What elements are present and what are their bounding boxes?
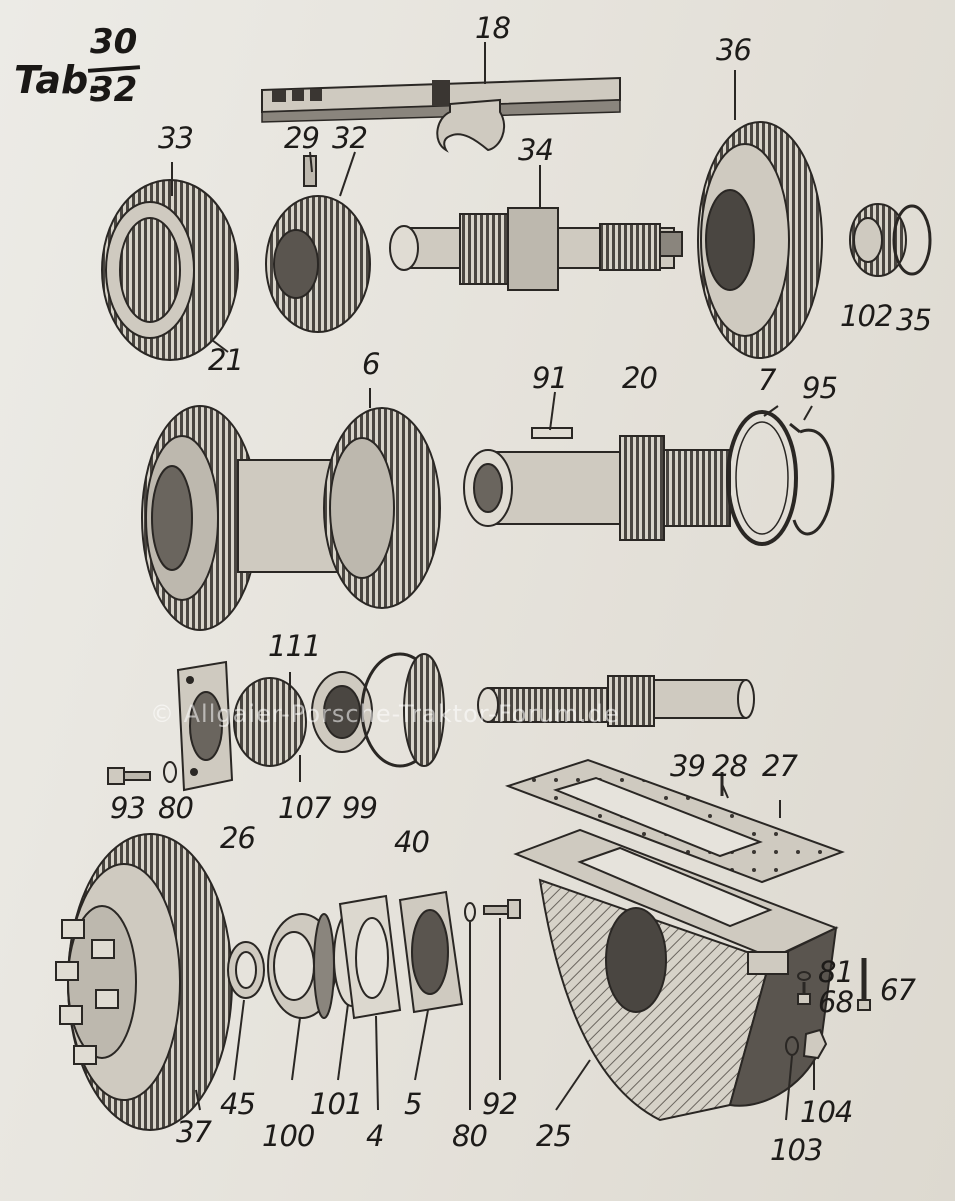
gear-40 [360, 652, 445, 768]
callout-7: 7 [758, 363, 776, 397]
callout-91: 91 [532, 361, 568, 395]
coupling-107 [233, 672, 307, 782]
shift-rail-18 [261, 42, 621, 153]
callout-81: 81 [818, 955, 854, 989]
table-label: Tab. [14, 58, 103, 102]
gear-36 [697, 70, 823, 359]
callout-37: 37 [176, 1115, 212, 1149]
callout-95: 95 [802, 371, 838, 405]
gear-cluster-6 [141, 388, 441, 631]
callout-111: 111 [268, 629, 321, 663]
watermark: © Allgaier-Porsche-Traktor-Forum.de [150, 700, 620, 728]
callout-107: 107 [278, 791, 331, 825]
table-number-bottom: 32 [90, 70, 138, 110]
leader-lines [195, 151, 815, 1121]
bolt-92 [483, 899, 521, 919]
callout-104: 104 [800, 1095, 853, 1129]
cover-5 [398, 890, 464, 1014]
washer-80-upper [163, 761, 177, 783]
callout-39: 39 [670, 749, 706, 783]
gear-32 [265, 155, 371, 333]
callout-102: 102 [840, 299, 893, 333]
gear-33 [101, 162, 239, 361]
callout-20: 20 [622, 361, 658, 395]
callout-80-upper: 80 [158, 791, 194, 825]
callout-33: 33 [158, 121, 194, 155]
callout-99: 99 [342, 791, 378, 825]
washer-103 [785, 1036, 799, 1056]
spline-shaft [477, 675, 755, 727]
spacer-45 [227, 941, 265, 999]
callout-26: 26 [220, 821, 256, 855]
bearing-100 [267, 913, 337, 1019]
callout-21: 21 [208, 343, 244, 377]
callout-36: 36 [716, 33, 752, 67]
callout-45: 45 [220, 1087, 256, 1121]
callout-93: 93 [110, 791, 146, 825]
crown-gear-37 [55, 833, 233, 1131]
callout-32: 32 [332, 121, 368, 155]
callout-100: 100 [262, 1119, 315, 1153]
callout-67: 67 [880, 973, 916, 1007]
callout-35: 35 [896, 303, 932, 337]
ball-bearing-99 [311, 671, 373, 753]
callout-5: 5 [404, 1087, 422, 1121]
bolt-93 [107, 767, 151, 785]
callout-27: 27 [762, 749, 798, 783]
screw-68 [797, 982, 811, 1005]
washer-80-lower [464, 902, 476, 922]
callout-92: 92 [482, 1087, 518, 1121]
callout-6: 6 [362, 347, 380, 381]
table-number-top: 30 [90, 22, 138, 62]
nut-104 [802, 1028, 828, 1060]
shaft-34 [389, 165, 683, 291]
hollow-shaft-20 [463, 427, 731, 541]
bolt-67 [857, 958, 871, 1011]
callout-80-lower: 80 [452, 1119, 488, 1153]
callout-4: 4 [366, 1119, 384, 1153]
snap-ring-95 [789, 422, 835, 536]
gasket-27 [504, 758, 845, 884]
callout-103: 103 [770, 1133, 823, 1167]
ring-7 [726, 410, 798, 546]
callout-28: 28 [712, 749, 748, 783]
callout-40: 40 [394, 825, 430, 859]
callout-101: 101 [310, 1087, 363, 1121]
needle-bearing-102 [849, 203, 907, 277]
gasket-4 [338, 894, 402, 1020]
bearing-cover-26 [176, 660, 234, 792]
callout-18: 18 [475, 11, 511, 45]
callout-34: 34 [518, 133, 554, 167]
washer-81 [797, 971, 811, 981]
callout-29: 29 [284, 121, 320, 155]
callout-25: 25 [536, 1119, 572, 1153]
housing-25 [513, 828, 839, 1122]
callout-68: 68 [818, 985, 854, 1019]
snap-ring-35 [892, 204, 932, 276]
